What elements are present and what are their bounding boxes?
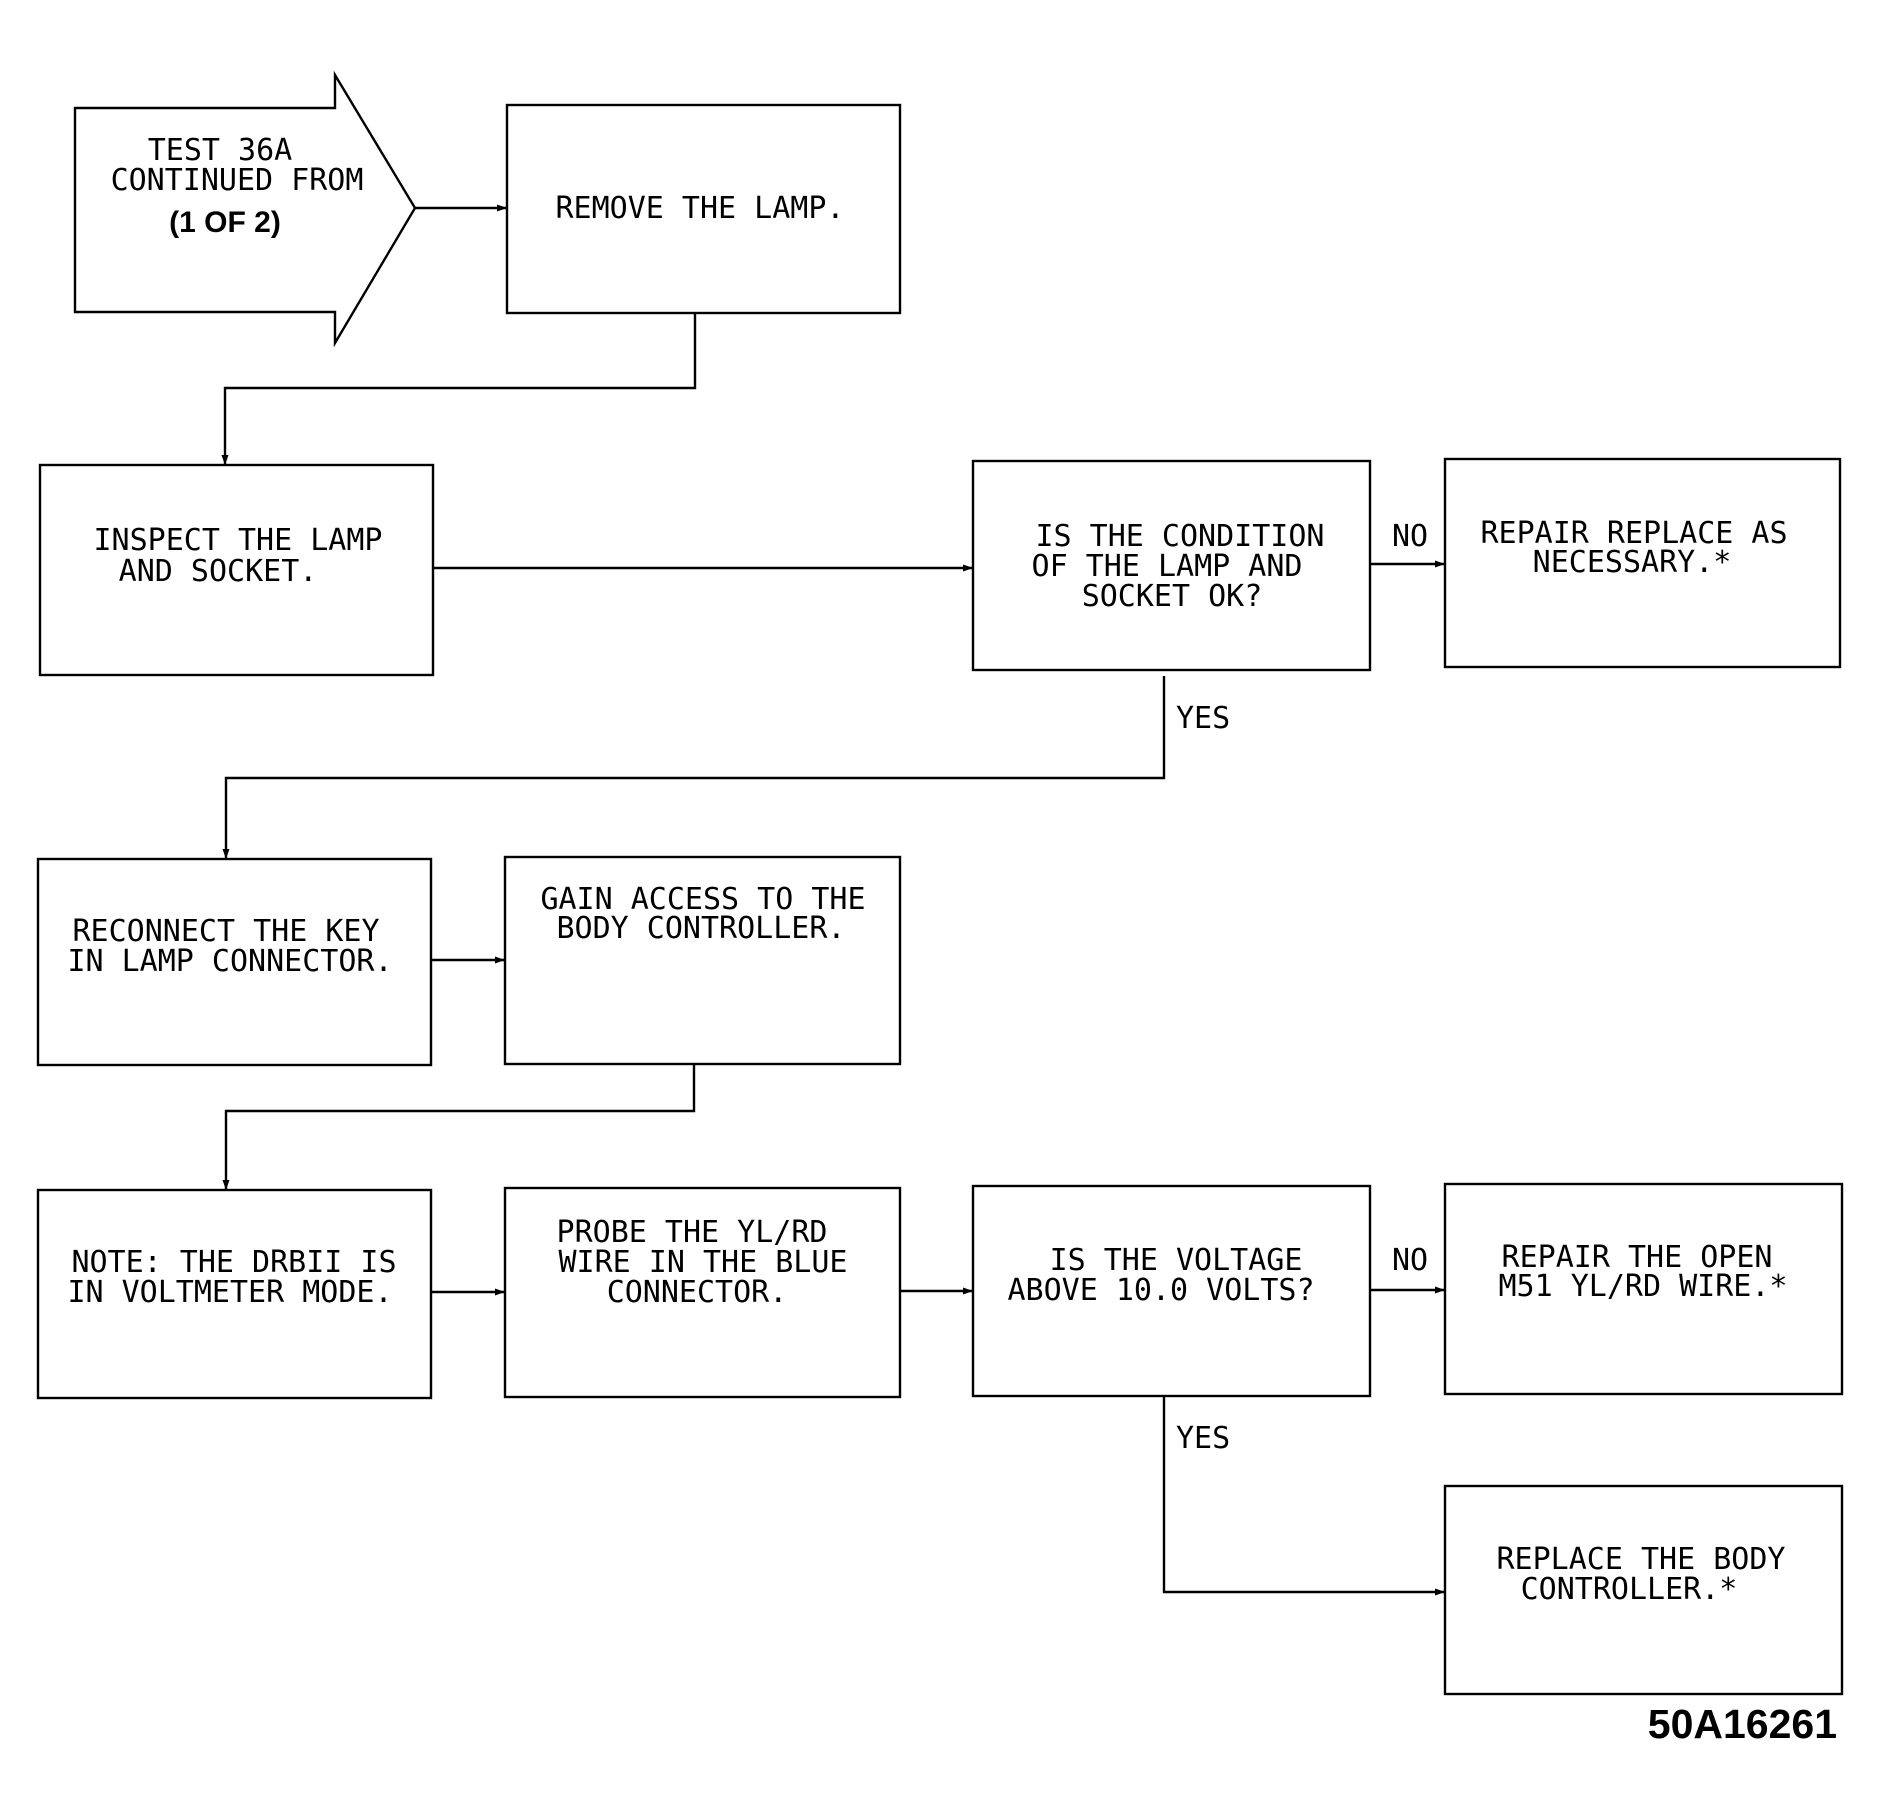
repair-open-line-2: M51 YL/RD WIRE.* bbox=[1499, 1269, 1788, 1304]
start-line-2: CONTINUED FROM bbox=[111, 163, 364, 198]
condition-question-line-1: IS THE CONDITION bbox=[1036, 519, 1325, 554]
start-arrow: TEST 36A CONTINUED FROM (1 OF 2) bbox=[73, 70, 417, 348]
probe-wire-box: PROBE THE YL/RD WIRE IN THE BLUE CONNECT… bbox=[503, 1186, 902, 1399]
condition-question-line-3: SOCKET OK? bbox=[1082, 579, 1263, 614]
reconnect-key-box: RECONNECT THE KEY IN LAMP CONNECTOR. bbox=[36, 857, 433, 1067]
condition-question-line-2: OF THE LAMP AND bbox=[1032, 549, 1303, 584]
inspect-lamp-box: INSPECT THE LAMP AND SOCKET. bbox=[38, 463, 435, 677]
label-yes-1: YES bbox=[1176, 701, 1230, 736]
gain-access-line-1: GAIN ACCESS TO THE bbox=[540, 882, 865, 917]
note-drbii-line-1: NOTE: THE DRBII IS bbox=[71, 1245, 396, 1280]
repair-replace-line-2: NECESSARY.* bbox=[1533, 545, 1732, 580]
replace-controller-line-1: REPLACE THE BODY bbox=[1497, 1542, 1786, 1577]
connector-condition-yes bbox=[222, 676, 1166, 859]
inspect-lamp-line-1: INSPECT THE LAMP bbox=[94, 523, 383, 558]
replace-controller-line-2: CONTROLLER.* bbox=[1521, 1572, 1738, 1607]
repair-open-line-1: REPAIR THE OPEN bbox=[1502, 1240, 1773, 1275]
note-drbii-line-2: IN VOLTMETER MODE. bbox=[67, 1275, 392, 1310]
voltage-question-line-2: ABOVE 10.0 VOLTS? bbox=[1007, 1273, 1314, 1308]
remove-lamp-line-1: REMOVE THE LAMP. bbox=[556, 191, 845, 226]
repair-replace-box: REPAIR REPLACE AS NECESSARY.* bbox=[1443, 457, 1842, 669]
voltage-question-box: IS THE VOLTAGE ABOVE 10.0 VOLTS? bbox=[971, 1184, 1372, 1398]
connector-voltage-yes bbox=[1162, 1396, 1445, 1596]
label-no-2: NO bbox=[1392, 1243, 1428, 1278]
reconnect-key-line-2: IN LAMP CONNECTOR. bbox=[67, 944, 392, 979]
label-no-1: NO bbox=[1392, 519, 1428, 554]
gain-access-line-2: BODY CONTROLLER. bbox=[557, 911, 846, 946]
start-line-3: (1 OF 2) bbox=[169, 206, 281, 239]
repair-replace-line-1: REPAIR REPLACE AS bbox=[1480, 516, 1787, 551]
gain-access-box: GAIN ACCESS TO THE BODY CONTROLLER. bbox=[503, 855, 902, 1066]
condition-question-box: IS THE CONDITION OF THE LAMP AND SOCKET … bbox=[971, 459, 1372, 672]
reconnect-key-line-1: RECONNECT THE KEY bbox=[72, 914, 379, 949]
figure-id: 50A16261 bbox=[1648, 1701, 1837, 1747]
note-drbii-box: NOTE: THE DRBII IS IN VOLTMETER MODE. bbox=[36, 1188, 433, 1400]
voltage-question-line-1: IS THE VOLTAGE bbox=[1050, 1243, 1303, 1278]
remove-lamp-box: REMOVE THE LAMP. bbox=[505, 103, 902, 315]
start-line-1: TEST 36A bbox=[148, 133, 293, 168]
inspect-lamp-line-2: AND SOCKET. bbox=[119, 554, 318, 589]
connector-gain-to-note bbox=[222, 1064, 696, 1190]
repair-open-box: REPAIR THE OPEN M51 YL/RD WIRE.* bbox=[1443, 1182, 1844, 1396]
connector-remove-to-inspect bbox=[221, 313, 697, 465]
probe-wire-line-3: CONNECTOR. bbox=[607, 1275, 788, 1310]
probe-wire-line-2: WIRE IN THE BLUE bbox=[559, 1245, 848, 1280]
probe-wire-line-1: PROBE THE YL/RD bbox=[557, 1215, 828, 1250]
replace-controller-box: REPLACE THE BODY CONTROLLER.* bbox=[1443, 1484, 1844, 1696]
label-yes-2: YES bbox=[1176, 1421, 1230, 1456]
